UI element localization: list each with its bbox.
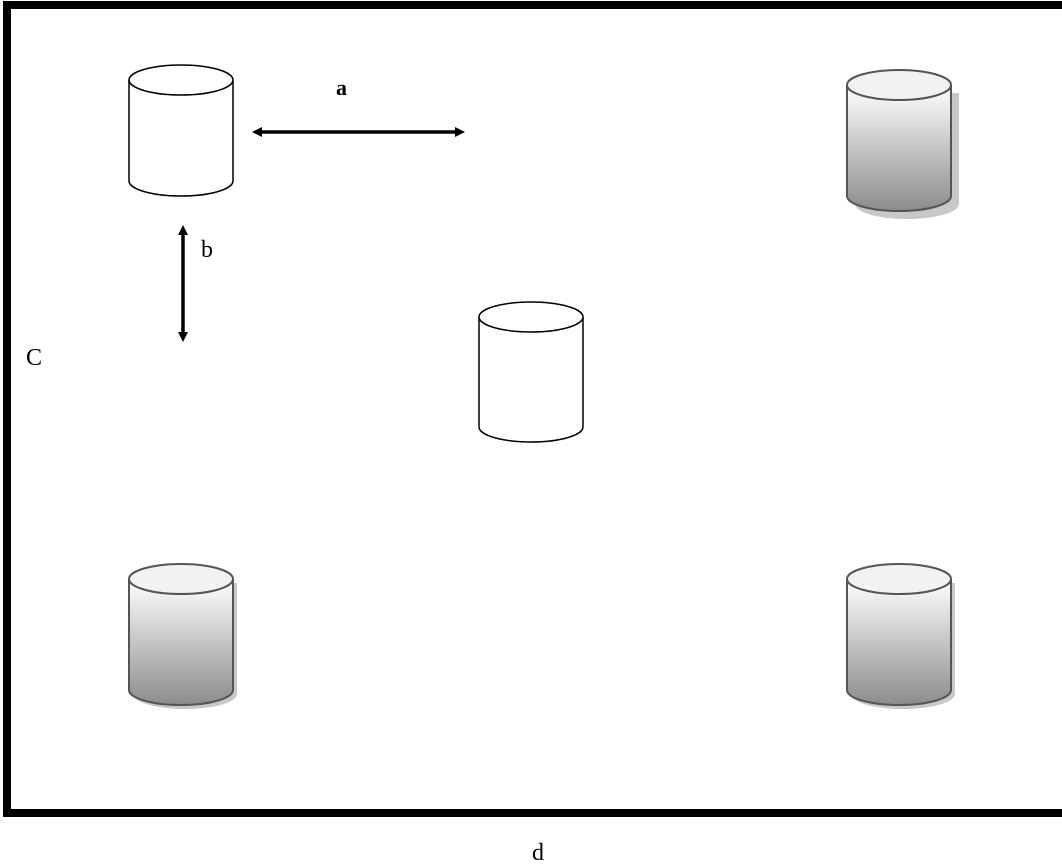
label-a: a <box>336 75 347 100</box>
label-b: b <box>201 237 213 263</box>
room-boundary-frame <box>3 1 1062 817</box>
cylinder-bottom-right <box>846 563 955 709</box>
cylinder-center <box>478 301 584 443</box>
cylinder-top-right <box>846 69 959 219</box>
label-d: d <box>532 840 544 866</box>
label-c: C <box>26 345 42 371</box>
cylinder-bottom-left <box>128 563 237 709</box>
cylinder-top-left <box>128 64 234 197</box>
